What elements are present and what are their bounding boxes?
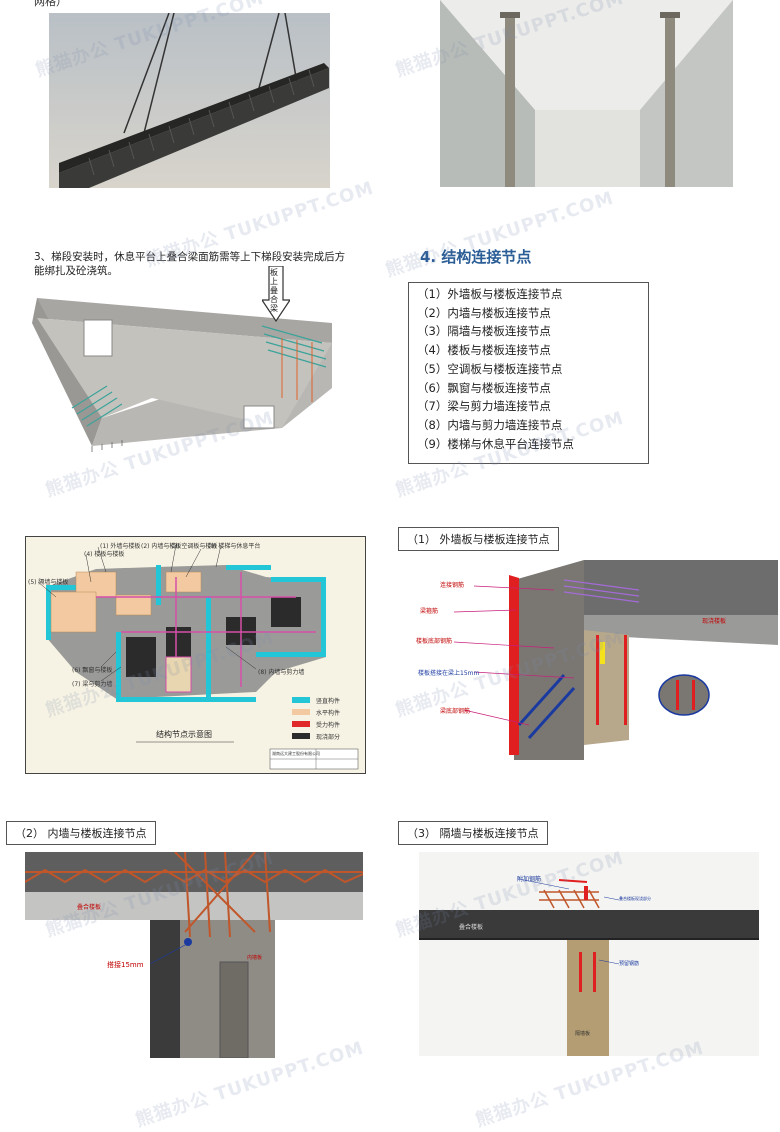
legend-vertical: 竖直构件 [316, 698, 341, 705]
node2-title: （2） 内墙与楼板连接节点 [6, 821, 156, 845]
plan-caption: 结构节点示意图 [156, 730, 212, 739]
node1-label-beam-bottom-rebar: 梁底部钢筋 [440, 708, 471, 715]
node3-title: （3） 隔墙与楼板连接节点 [398, 821, 548, 845]
stair-lifting-photo [49, 13, 330, 188]
node3-label-extra-rebar: 附加钢筋 [517, 876, 542, 883]
list-item: （9）楼梯与休息平台连接节点 [417, 436, 574, 451]
list-item: （6）飘窗与楼板连接节点 [417, 380, 551, 395]
callout-8: (8) 内墙与剪力墙 [258, 669, 305, 676]
section4-heading: 4. 结构连接节点 [420, 248, 532, 266]
arrow-label: 板上叠合梁 [270, 268, 278, 313]
watermark: 熊猫办公 TUKUPPT.COM [383, 187, 617, 282]
node3-label-composite-slab: 叠合楼板 [459, 924, 484, 931]
section3-text: 3、梯段安装时，休息平台上叠合梁面筋需等上下梯段安装完成后方能绑扎及砼浇筑。 [34, 251, 346, 277]
node1-render: 连接钢筋 梁箍筋 楼板底部钢筋 楼板搭接在梁上15mm 梁底部钢筋 现浇楼板 [404, 560, 778, 760]
callout-1: (1) 外墙与楼板 [100, 543, 141, 550]
list-item: （5）空调板与楼板连接节点 [417, 361, 563, 376]
callout-2: (2) 内墙与楼板 [141, 543, 182, 550]
plan-diagram: (1) 外墙与楼板 (2) 内墙与楼板 (3) 空调板与楼板 (4) 楼板与楼板… [25, 536, 366, 774]
legend-horizontal: 水平构件 [316, 710, 341, 717]
callout-3: (3) 空调板与楼板 [171, 543, 218, 550]
list-item: （7）梁与剪力墙连接节点 [417, 399, 551, 414]
callout-9: (9) 楼梯与休息平台 [208, 543, 261, 550]
node2-label-composite-slab: 叠合楼板 [77, 904, 102, 911]
node1-label-cast-slab: 现浇楼板 [702, 618, 727, 625]
legend-castinplace: 现浇部分 [316, 734, 341, 741]
list-item: （3）隔墙与楼板连接节点 [417, 324, 551, 339]
node1-label-slab-overlap: 楼板搭接在梁上15mm [418, 670, 480, 677]
down-arrow [260, 265, 292, 323]
node2-label-inner-wall: 内墙板 [247, 955, 263, 961]
list-item: （2）内墙与楼板连接节点 [417, 305, 551, 320]
node1-label-connect-rebar: 连接钢筋 [440, 582, 465, 589]
callout-5: (5) 隔墙与楼板 [28, 579, 69, 586]
stair-structure-render [32, 268, 352, 454]
top-caption-fragment: 网格） [34, 0, 67, 8]
node3-label-partition: 隔墙板 [575, 1031, 591, 1037]
list-item: （1）外墙板与楼板连接节点 [417, 287, 563, 301]
node1-label-slab-bottom-rebar: 楼板底部钢筋 [416, 638, 453, 645]
callout-7: (7) 梁与剪力墙 [72, 681, 113, 688]
legend-force: 受力构件 [316, 722, 341, 729]
node2-label-overlap: 搭接15mm [107, 961, 144, 969]
titleblock-text: 湖南远大建工股份有限公司 [272, 751, 320, 756]
node1-title: （1） 外墙板与楼板连接节点 [398, 527, 559, 551]
corridor-photo [440, 0, 733, 187]
list-item: （8）内墙与剪力墙连接节点 [417, 417, 563, 432]
node1-label-beam-stirrup: 梁箍筋 [420, 608, 439, 615]
node3-label-slab-cast-part: 叠合楼板现浇部分 [619, 896, 651, 901]
callout-4: (4) 楼板与楼板 [84, 551, 125, 558]
node3-label-reserved-rebar: 预留钢筋 [619, 961, 640, 967]
node3-render: 附加钢筋 叠合楼板 叠合楼板现浇部分 隔墙板 预留钢筋 [419, 852, 759, 1056]
node2-render: 叠合楼板 搭接15mm 内墙板 [25, 852, 363, 1058]
callout-6: (6) 飘窗与楼板 [72, 667, 113, 674]
list-item: （4）楼板与楼板连接节点 [417, 343, 551, 358]
nodes-list-box: （1）外墙板与楼板连接节点 （2）内墙与楼板连接节点 （3）隔墙与楼板连接节点 … [408, 282, 649, 464]
